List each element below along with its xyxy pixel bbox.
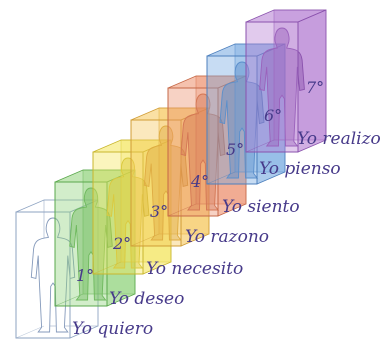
step-number-1: 1°	[76, 266, 95, 285]
step-label-7: Yo realizo	[297, 129, 381, 149]
step-label-6: Yo pienso	[259, 159, 341, 179]
step-number-7: 7°	[306, 78, 325, 97]
step-box-1	[15, 199, 99, 339]
step-box-7	[245, 9, 327, 153]
step-label-4: Yo razono	[185, 227, 270, 247]
step-box-5	[167, 75, 247, 217]
human-figure-icon	[259, 27, 305, 147]
human-figure-icon	[106, 157, 150, 269]
step-label-5: Yo siento	[222, 197, 300, 217]
step-box-4	[130, 107, 210, 247]
human-figure-icon	[30, 217, 76, 333]
step-label-3: Yo necesito	[146, 259, 244, 279]
step-number-4: 4°	[191, 172, 210, 191]
step-number-2: 2°	[113, 234, 132, 253]
step-number-6: 6°	[264, 106, 283, 125]
human-figure-icon	[69, 187, 113, 301]
step-label-2: Yo deseo	[109, 289, 185, 309]
step-label-1: Yo quiero	[72, 319, 154, 339]
step-number-3: 3°	[150, 202, 169, 221]
human-figure-icon	[143, 125, 189, 241]
step-number-5: 5°	[226, 140, 245, 159]
